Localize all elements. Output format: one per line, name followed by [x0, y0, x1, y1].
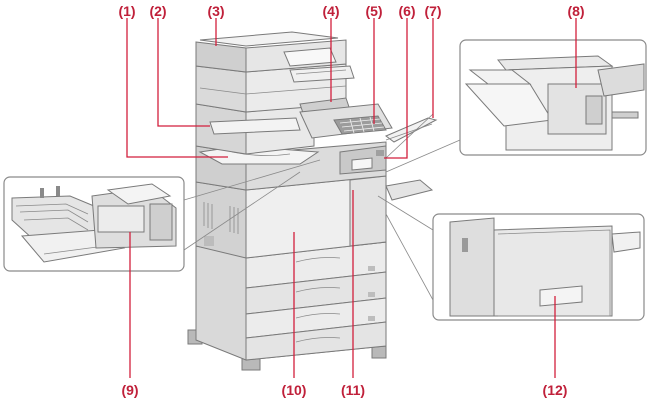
inset-side-cover — [432, 213, 645, 321]
callout-labels: (1) (2) (3) (4) (5) (6) (7) (8) (9) (10)… — [118, 3, 584, 398]
keypad — [333, 115, 387, 135]
callout-3: (3) — [207, 3, 224, 19]
main-machine — [187, 31, 438, 371]
callout-7: (7) — [424, 3, 441, 19]
paper-trays — [245, 241, 387, 361]
callout-leaders — [126, 18, 577, 378]
callout-6: (6) — [398, 3, 415, 19]
inset-connectors — [183, 113, 461, 301]
callout-2: (2) — [149, 3, 166, 19]
callout-10: (10) — [282, 382, 307, 398]
callout-9: (9) — [121, 382, 138, 398]
inset-paper-holder — [459, 39, 647, 156]
callout-1: (1) — [118, 3, 135, 19]
callout-11: (11) — [341, 382, 365, 398]
callout-5: (5) — [365, 3, 382, 19]
callout-8: (8) — [567, 3, 584, 19]
inset-finisher — [3, 176, 185, 272]
callout-4: (4) — [322, 3, 339, 19]
callout-12: (12) — [543, 382, 568, 398]
